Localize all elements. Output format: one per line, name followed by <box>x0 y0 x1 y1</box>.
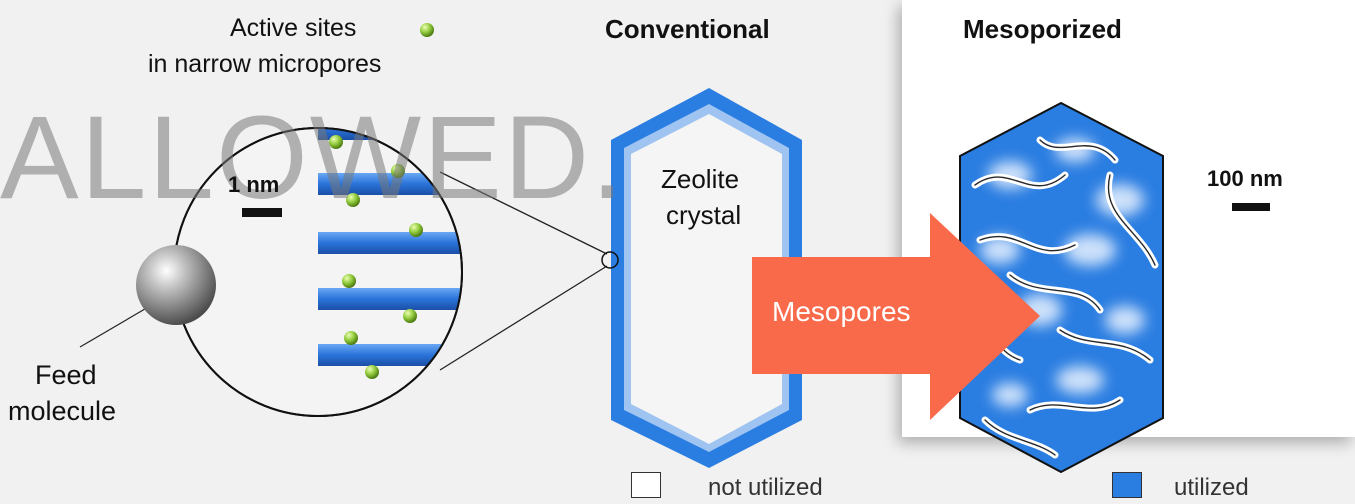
zoom-line-bottom <box>439 265 608 371</box>
active-site-dot <box>365 365 379 379</box>
active-site-dot <box>403 309 417 323</box>
active-site-dot <box>409 223 423 237</box>
scale-bar-100nm <box>1232 203 1270 211</box>
active-sites-label: Active sites <box>230 14 357 42</box>
active-sites <box>329 135 423 379</box>
zeolite-label-line1: Zeolite <box>661 164 740 194</box>
micropores-label: in narrow micropores <box>148 50 382 78</box>
feed-label-line1: Feed <box>35 360 97 390</box>
legend-swatch-utilized <box>1112 472 1142 498</box>
zoom-origin-marker <box>601 251 619 269</box>
micropore-channel <box>318 232 462 254</box>
mesopores-arrow <box>752 213 1040 420</box>
legend-label-not-utilized: not utilized <box>708 474 823 501</box>
active-site-dot <box>391 164 405 178</box>
legend-swatch-not-utilized <box>631 472 661 498</box>
scale-bar-1nm <box>242 208 282 217</box>
mesoporized-title: Mesoporized <box>963 14 1122 44</box>
active-site-dot <box>344 331 358 345</box>
active-site-legend-dot <box>420 23 434 37</box>
mesoporized-crystal <box>959 101 1164 474</box>
feed-label-line2: molecule <box>8 396 117 426</box>
scale-label-1nm: 1 nm <box>228 172 280 197</box>
active-site-dot <box>346 193 360 207</box>
feed-molecule-sphere <box>136 245 216 325</box>
conventional-title: Conventional <box>605 14 770 44</box>
legend-label-utilized: utilized <box>1174 474 1249 501</box>
watermark-text: ALLOWED. <box>0 92 626 224</box>
mesopores-arrow-label: Mesopores <box>772 296 911 327</box>
zoom-line-top <box>439 171 608 255</box>
micropore-channel <box>318 344 462 366</box>
active-site-dot <box>342 274 356 288</box>
micropore-channel <box>318 173 462 195</box>
zeolite-label-line2: crystal <box>666 200 742 230</box>
feed-pointer-line <box>79 305 151 348</box>
scale-label-100nm: 100 nm <box>1207 166 1283 191</box>
micropore-channel <box>318 288 462 310</box>
active-site-dot <box>329 135 343 149</box>
conventional-crystal <box>611 88 802 468</box>
